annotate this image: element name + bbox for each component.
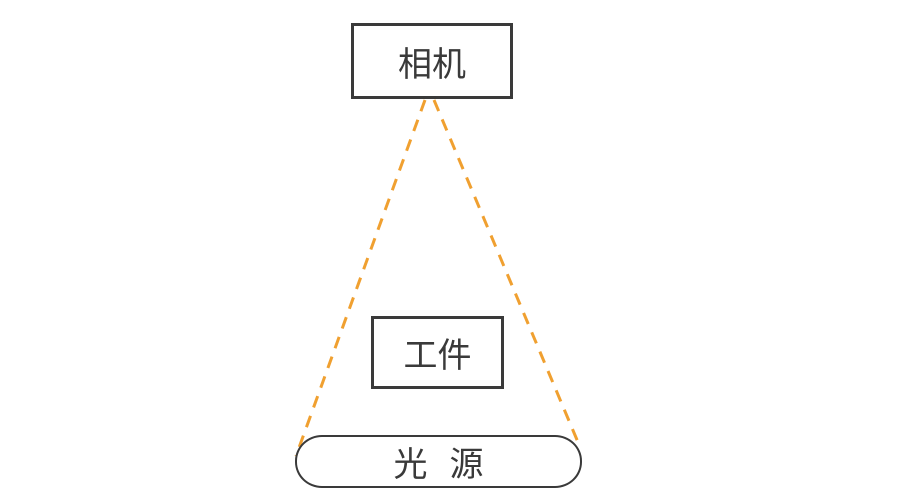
left-ray-dashed-line <box>294 99 427 457</box>
workpiece-box: 工件 <box>371 316 504 389</box>
light-source-ellipse: 光源 <box>295 435 582 488</box>
light-source-label: 光源 <box>393 445 506 485</box>
camera-label: 相机 <box>398 44 466 85</box>
right-ray-dashed-line <box>432 99 582 448</box>
camera-box: 相机 <box>351 23 513 99</box>
workpiece-label: 工件 <box>403 336 472 376</box>
